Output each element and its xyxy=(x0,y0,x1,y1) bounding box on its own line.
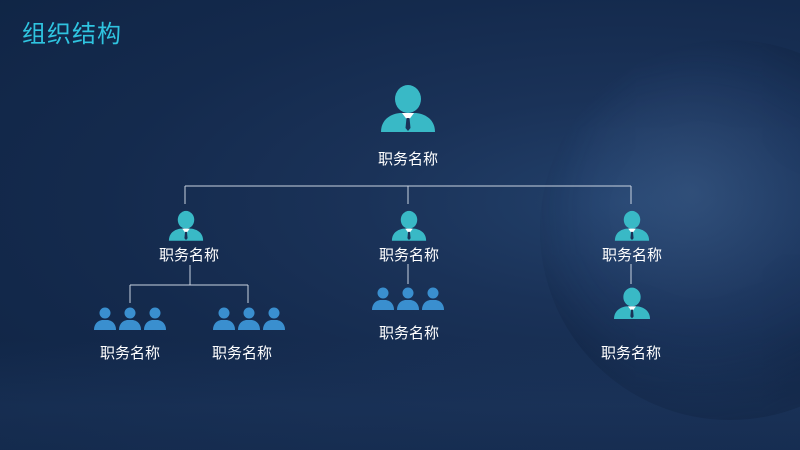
person-icon xyxy=(614,287,650,319)
org-root-label: 职务名称 xyxy=(377,150,439,168)
org-level2-label: 职务名称 xyxy=(600,344,662,362)
org-level1-label: 职务名称 xyxy=(601,246,663,264)
people-group-icon xyxy=(94,307,166,330)
people-group-icon xyxy=(213,307,285,330)
org-level2-label: 职务名称 xyxy=(99,344,161,362)
person-icon xyxy=(381,85,435,132)
org-level1-label: 职务名称 xyxy=(378,246,440,264)
person-icon xyxy=(614,210,650,241)
org-level2-label: 职务名称 xyxy=(211,344,273,362)
people-group-icon xyxy=(372,287,444,310)
person-icon xyxy=(168,210,204,241)
bottom-haze xyxy=(0,340,800,450)
org-level1-label: 职务名称 xyxy=(158,246,220,264)
person-icon xyxy=(391,210,427,241)
slide-title: 组织结构 xyxy=(22,20,122,48)
org-level2-label: 职务名称 xyxy=(378,324,440,342)
